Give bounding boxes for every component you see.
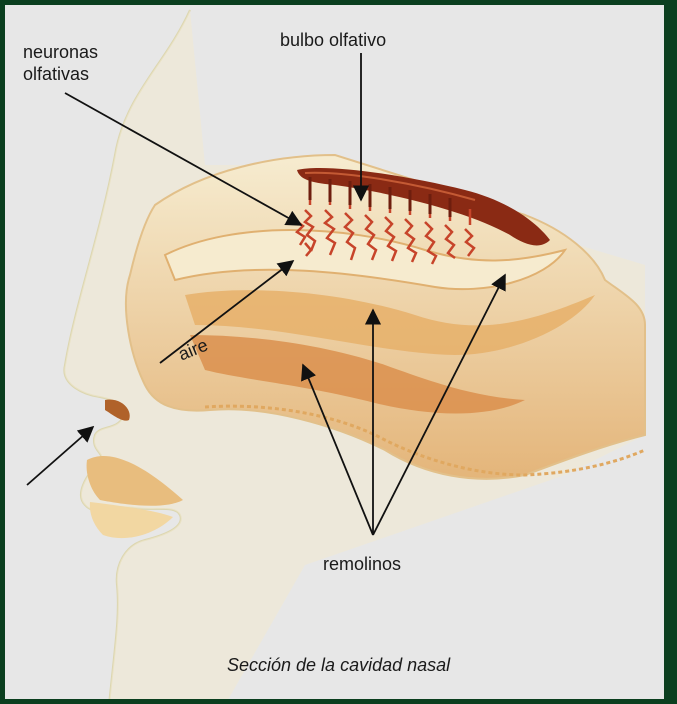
label-remolinos: remolinos: [323, 553, 401, 575]
diagram-caption: Sección de la cavidad nasal: [227, 655, 450, 676]
nasal-cavity-illustration: [5, 5, 677, 704]
label-neuronas-line2: olfativas: [23, 63, 98, 85]
label-bulbo-olfativo: bulbo olfativo: [280, 29, 386, 51]
label-neuronas-line1: neuronas: [23, 41, 98, 63]
label-neuronas-olfativas: neuronas olfativas: [23, 41, 98, 85]
arrow-entry: [27, 427, 93, 485]
